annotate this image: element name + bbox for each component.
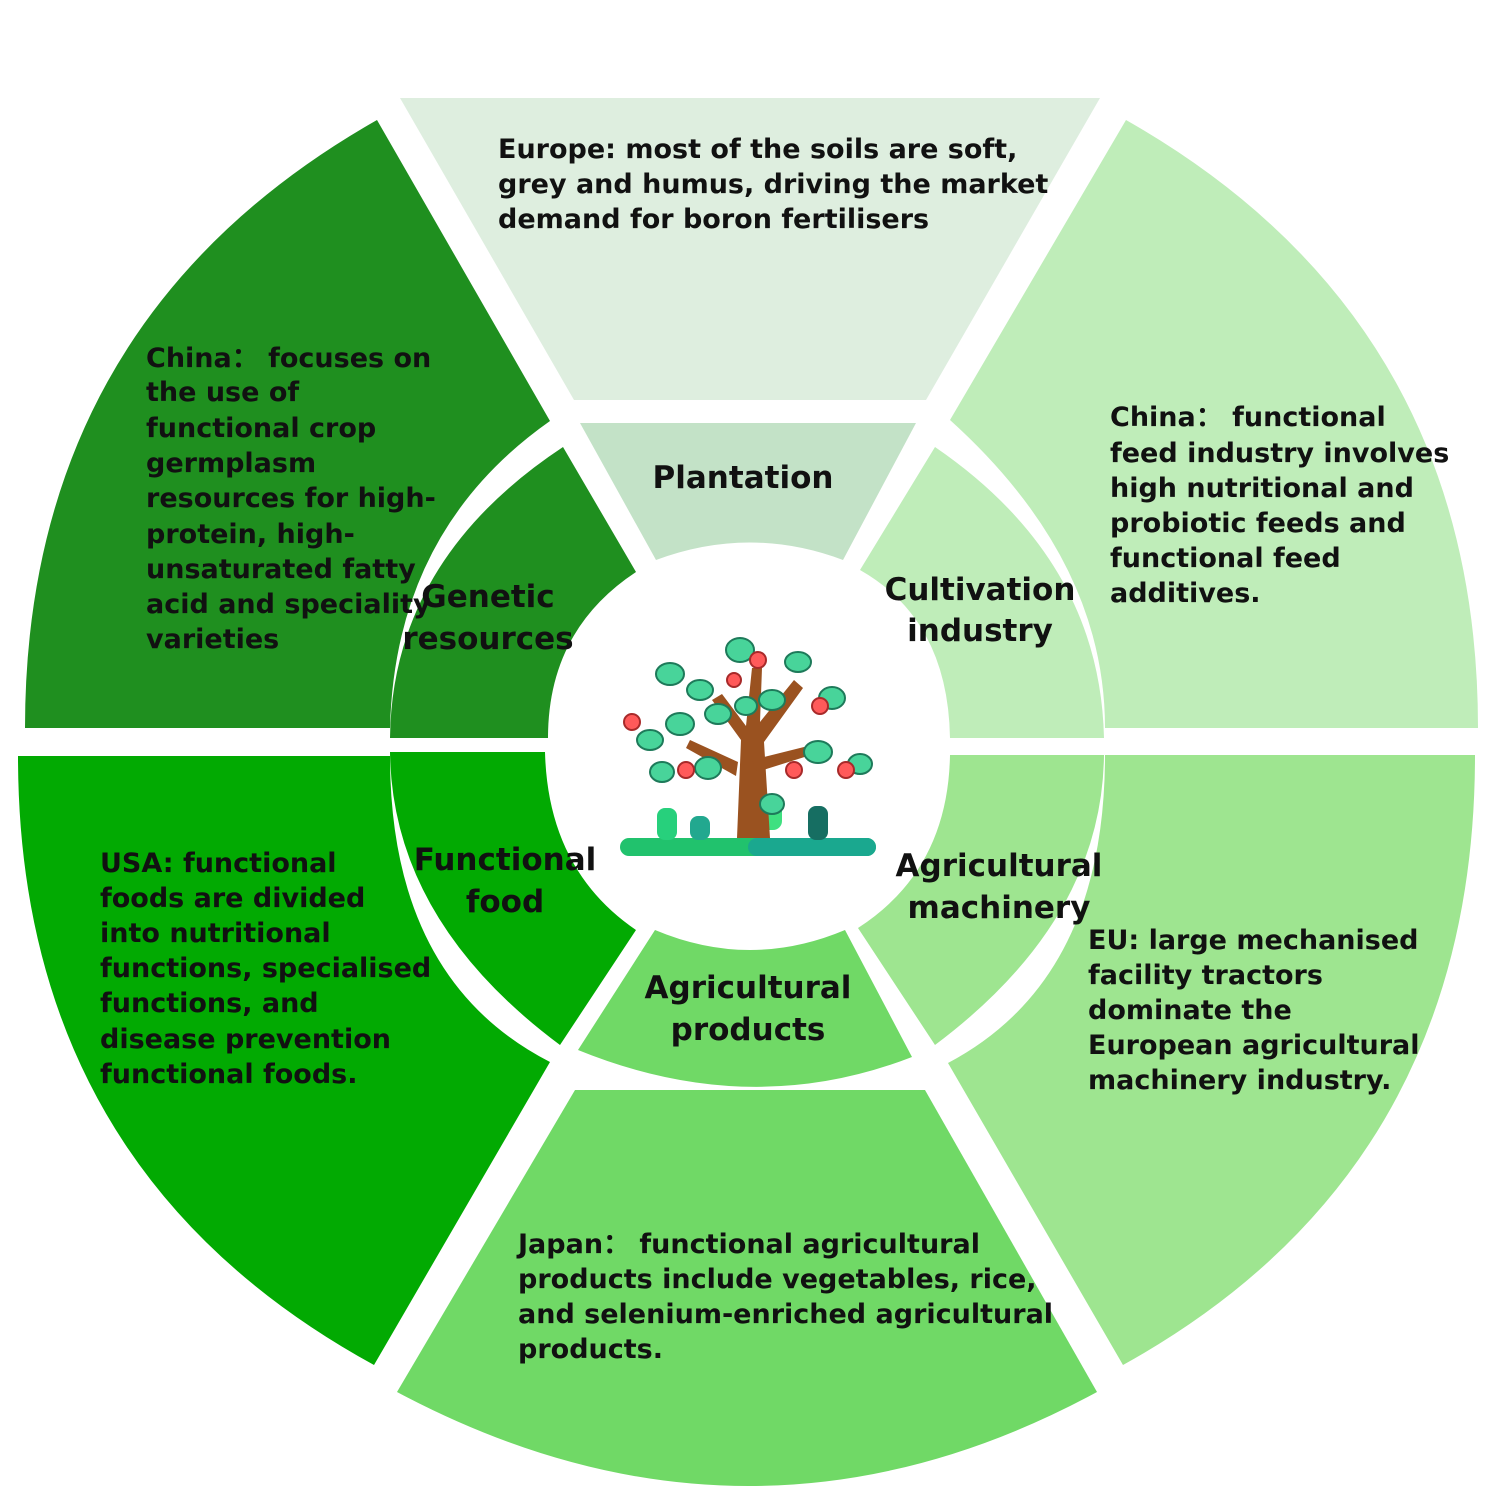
machinery-label-line-1: Agricultural [896,848,1103,884]
outer-sector-genetic-resources [25,120,550,728]
genetic-label-line-2: resources [402,621,573,657]
japan-note-line-2: products include vegetables, rice, [518,1264,1037,1295]
eu-note-line-4: European agricultural [1088,1030,1420,1061]
china-genetic-note-line-5: resources for high- [146,483,436,514]
products-label-line-2: products [671,1012,826,1048]
europe-plantation-note: Europe: most of the soils are soft, grey… [498,134,1048,235]
china-cultivation-note-line-4: probiotic feeds and [1110,508,1406,539]
inner-ring [390,423,1104,1087]
cultivation-label-line-2: industry [907,613,1053,649]
china-cultivation-note-line-2: feed industry involves [1110,438,1449,469]
japan-products-note: Japan： functional agricultural products … [516,1229,1053,1365]
china-genetic-note-line-9: varieties [146,624,279,655]
outer-sector-machinery [948,755,1475,1365]
inner-sector-functional-food [390,752,636,1045]
cultivation-label-line-1: Cultivation [885,572,1076,608]
eu-note-line-5: machinery industry. [1088,1065,1391,1096]
china-genetic-note-line-1: China： focuses on [146,343,431,374]
outer-sector-functional-food [18,756,550,1365]
cultivation-industry-label: Cultivation industry [885,572,1076,649]
eu-note-line-1: EU: large mechanised [1088,925,1418,956]
inner-sector-genetic-resources [390,447,636,738]
functional-food-label-line-2: food [466,884,544,920]
china-cultivation-note-line-5: functional feed [1110,543,1341,574]
china-genetic-note-line-3: functional crop [146,413,376,444]
products-label-line-1: Agricultural [645,970,852,1006]
usa-note-line-2: foods are divided [100,883,365,914]
usa-functional-food-note: USA: functional foods are divided into n… [100,848,431,1090]
china-genetic-note-line-6: protein, high- [146,519,355,550]
genetic-resources-label: Genetic resources [402,579,573,657]
usa-note-line-7: functional foods. [100,1059,358,1090]
usa-note-line-6: disease prevention [100,1024,391,1055]
japan-note-line-3: and selenium-enriched agricultural [518,1299,1053,1330]
inner-sector-cultivation [860,447,1104,738]
inner-sector-machinery [858,755,1104,1045]
agricultural-machinery-label: Agricultural machinery [896,848,1103,926]
agricultural-products-label: Agricultural products [645,970,852,1048]
fruit-tree-icon [620,637,876,856]
china-cultivation-note-line-1: China： functional [1110,402,1386,433]
china-genetic-note-line-2: the use of [146,377,299,408]
japan-note-line-1: Japan： functional agricultural [516,1229,980,1260]
china-genetic-note-line-7: unsaturated fatty [146,554,416,585]
plantation-label: Plantation [653,460,834,496]
outer-sector-products [397,1090,1097,1486]
europe-note-line-3: demand for boron fertilisers [498,204,929,235]
china-genetic-note-line-8: acid and speciality [146,589,431,620]
plantation-label-line: Plantation [653,460,834,496]
china-cultivation-note-line-6: additives. [1110,578,1261,609]
outer-ring [18,98,1478,1486]
china-cultivation-note: China： functional feed industry involves… [1110,402,1449,609]
inner-sector-plantation [580,423,916,560]
eu-machinery-note: EU: large mechanised facility tractors d… [1088,925,1420,1096]
usa-note-line-1: USA: functional [100,848,337,879]
functional-food-label-line-1: Functional [414,842,597,878]
china-cultivation-note-line-3: high nutritional and [1110,473,1414,504]
china-genetic-note: China： focuses on the use of functional … [146,343,436,655]
japan-note-line-4: products. [518,1334,663,1365]
genetic-label-line-1: Genetic [421,579,554,615]
europe-note-line-1: Europe: most of the soils are soft, [498,134,1017,165]
outer-sector-plantation [400,98,1100,400]
usa-note-line-3: into nutritional [100,918,331,949]
usa-note-line-5: functions, and [100,988,319,1019]
functional-food-label: Functional food [414,842,597,920]
europe-note-line-2: grey and humus, driving the market [498,169,1048,200]
eu-note-line-2: facility tractors [1088,960,1323,991]
usa-note-line-4: functions, specialised [100,953,431,984]
china-genetic-note-line-4: germplasm [146,448,316,479]
outer-sector-cultivation [950,120,1478,728]
machinery-label-line-2: machinery [908,890,1091,926]
inner-sector-products [578,930,912,1087]
eu-note-line-3: dominate the [1088,995,1292,1026]
